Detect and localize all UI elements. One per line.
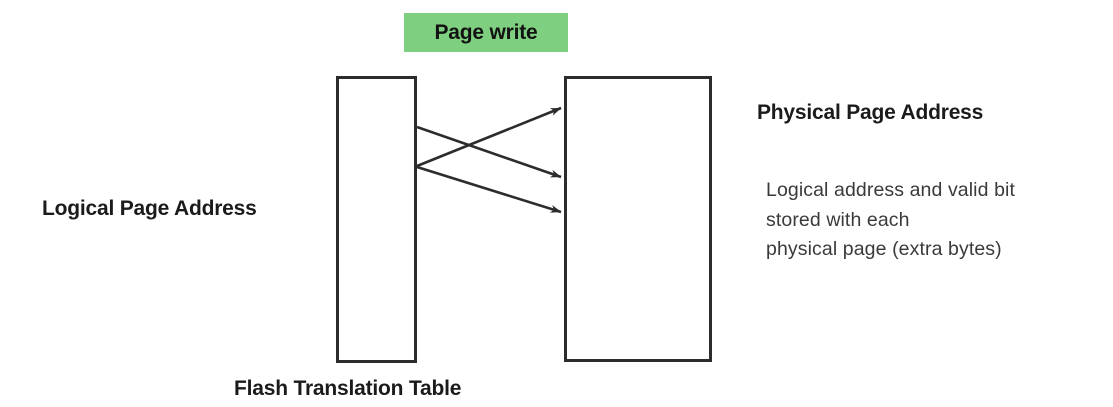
page-write-badge: Page write	[404, 13, 568, 52]
note-line-3: physical page (extra bytes)	[766, 238, 1002, 261]
mapping-arrow-2	[416, 106, 562, 168]
physical-page-note: Logical address and valid bit stored wit…	[766, 176, 1106, 265]
flash-translation-table-block	[336, 76, 417, 363]
flash-translation-table-caption: Flash Translation Table	[234, 377, 462, 400]
logical-page-address-label: Logical Page Address	[42, 197, 257, 220]
mapping-arrow-1	[416, 125, 562, 179]
mapping-arrow-3	[416, 165, 562, 214]
physical-page-block	[564, 76, 712, 362]
note-line-1: Logical address and valid bit	[766, 179, 1015, 201]
note-line-2: stored with each	[766, 208, 910, 231]
page-write-label: Page write	[434, 21, 538, 44]
physical-page-address-label: Physical Page Address	[757, 101, 984, 124]
